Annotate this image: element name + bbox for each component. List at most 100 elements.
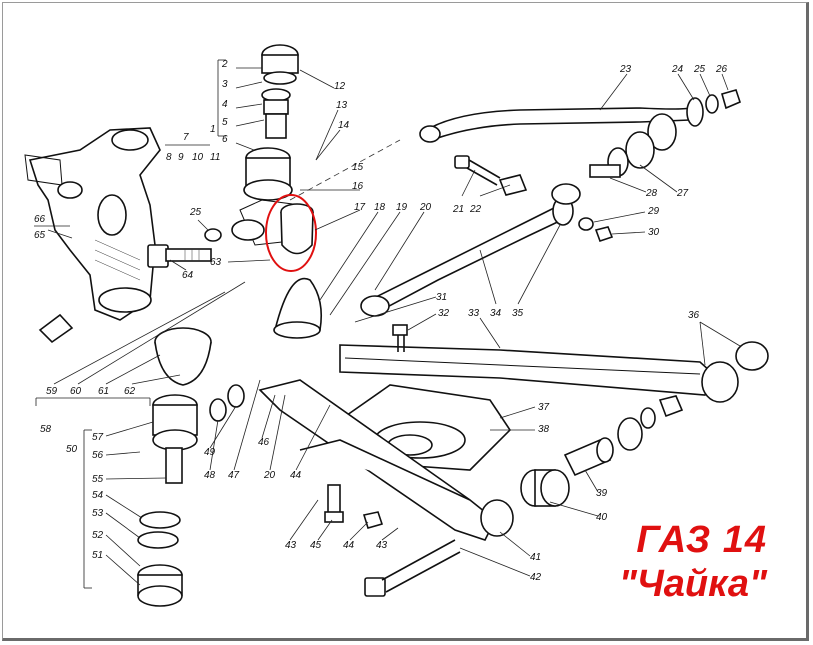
callout-27: 27 bbox=[676, 188, 689, 199]
washer-29 bbox=[578, 217, 594, 231]
callout-51: 51 bbox=[92, 550, 103, 561]
nut-26-lower bbox=[658, 395, 684, 418]
callout-62: 62 bbox=[124, 386, 136, 397]
callout-56: 56 bbox=[92, 450, 104, 461]
callout-38: 38 bbox=[538, 424, 550, 435]
bolt-45 bbox=[324, 484, 344, 523]
dust-cover bbox=[273, 277, 323, 339]
callout-33: 33 bbox=[468, 308, 480, 319]
callout-44-lower: 44 bbox=[343, 540, 355, 551]
callout-43-right: 43 bbox=[376, 540, 388, 551]
upper-pivot-stack bbox=[231, 44, 301, 246]
callout-42: 42 bbox=[530, 572, 542, 583]
callout-65: 65 bbox=[34, 230, 46, 241]
lower-ball-joint-assembly bbox=[137, 327, 212, 607]
callout-50: 50 bbox=[66, 444, 78, 455]
callout-25: 25 bbox=[693, 64, 706, 75]
callout-32: 32 bbox=[438, 308, 450, 319]
upper-arm-rod-23 bbox=[419, 107, 691, 143]
callout-12: 12 bbox=[334, 81, 346, 92]
callout-54: 54 bbox=[92, 490, 104, 501]
callout-48: 48 bbox=[204, 470, 216, 481]
callout-1: 1 bbox=[210, 124, 216, 135]
callout-40: 40 bbox=[596, 512, 608, 523]
callout-14: 14 bbox=[338, 120, 350, 131]
washer-25-left bbox=[204, 228, 222, 242]
caption-block: ГАЗ 14 "Чайка" bbox=[619, 518, 767, 606]
callout-46: 46 bbox=[258, 437, 270, 448]
callout-17: 17 bbox=[354, 202, 366, 213]
highlight-circle bbox=[265, 194, 317, 272]
callout-15: 15 bbox=[352, 162, 364, 173]
bushing-40 bbox=[520, 469, 570, 507]
callout-35: 35 bbox=[512, 308, 524, 319]
callout-60: 60 bbox=[70, 386, 82, 397]
callout-43-left: 43 bbox=[285, 540, 297, 551]
caption-model: ГАЗ 14 bbox=[636, 519, 767, 561]
callout-21: 21 bbox=[452, 204, 464, 215]
bushing-27 bbox=[589, 113, 677, 178]
washer-48 bbox=[209, 398, 227, 422]
callout-26: 26 bbox=[715, 64, 728, 75]
callout-7: 7 bbox=[183, 132, 189, 143]
callout-49: 49 bbox=[204, 447, 216, 458]
callout-55: 55 bbox=[92, 474, 104, 485]
steering-knuckle bbox=[24, 127, 161, 344]
washer-49 bbox=[227, 384, 245, 408]
clip-22 bbox=[498, 174, 528, 196]
callout-5: 5 bbox=[222, 117, 228, 128]
callout-52: 52 bbox=[92, 530, 104, 541]
bolt-42 bbox=[364, 539, 461, 597]
callout-37-right: 37 bbox=[538, 402, 550, 413]
callout-47: 47 bbox=[228, 470, 240, 481]
callout-11: 11 bbox=[210, 152, 220, 163]
callout-61: 61 bbox=[98, 386, 109, 397]
axis-line bbox=[289, 139, 401, 201]
callout-2: 2 bbox=[221, 59, 228, 70]
callout-57: 57 bbox=[92, 432, 104, 443]
callout-39: 39 bbox=[596, 488, 608, 499]
callout-58: 58 bbox=[40, 424, 52, 435]
washer-24-lower bbox=[617, 417, 643, 451]
callout-8: 8 bbox=[166, 152, 172, 163]
nut-stack-upper-right bbox=[686, 89, 741, 127]
callout-6: 6 bbox=[222, 134, 228, 145]
bolt-21 bbox=[454, 155, 501, 186]
lower-control-arm-41 bbox=[258, 379, 514, 541]
control-rod-34 bbox=[360, 183, 581, 317]
lower-arm-33 bbox=[339, 341, 769, 403]
callout-34: 34 bbox=[490, 308, 502, 319]
callout-19: 19 bbox=[396, 202, 408, 213]
callout-59: 59 bbox=[46, 386, 58, 397]
callout-53: 53 bbox=[92, 508, 104, 519]
callout-18: 18 bbox=[374, 202, 386, 213]
caption-name: "Чайка" bbox=[618, 563, 767, 605]
callout-64: 64 bbox=[182, 270, 194, 281]
callout-31: 31 bbox=[436, 292, 447, 303]
callout-24: 24 bbox=[671, 64, 684, 75]
callout-30: 30 bbox=[648, 227, 660, 238]
callout-3: 3 bbox=[222, 79, 228, 90]
callout-44-upper: 44 bbox=[290, 470, 302, 481]
callout-13: 13 bbox=[336, 100, 348, 111]
callout-20-lower: 20 bbox=[263, 470, 276, 481]
callout-10: 10 bbox=[192, 152, 204, 163]
callout-9: 9 bbox=[178, 152, 184, 163]
callout-41: 41 bbox=[530, 552, 541, 563]
callout-20: 20 bbox=[419, 202, 432, 213]
callout-36: 36 bbox=[688, 310, 700, 321]
bolt-64 bbox=[147, 244, 212, 268]
washer-25-lower bbox=[640, 407, 656, 429]
callout-28: 28 bbox=[645, 188, 658, 199]
sleeve-39 bbox=[563, 437, 614, 477]
callout-29: 29 bbox=[647, 206, 660, 217]
ball-cup-17 bbox=[280, 203, 314, 255]
callout-4: 4 bbox=[222, 99, 228, 110]
callouts: 2 3 4 5 6 1 7 8 9 10 11 12 13 14 15 16 1… bbox=[34, 59, 741, 589]
callout-22: 22 bbox=[469, 204, 482, 215]
callout-23: 23 bbox=[619, 64, 632, 75]
nut-30 bbox=[594, 226, 614, 243]
callout-45: 45 bbox=[310, 540, 322, 551]
callout-16: 16 bbox=[352, 181, 364, 192]
nut-44-lower bbox=[362, 511, 384, 529]
